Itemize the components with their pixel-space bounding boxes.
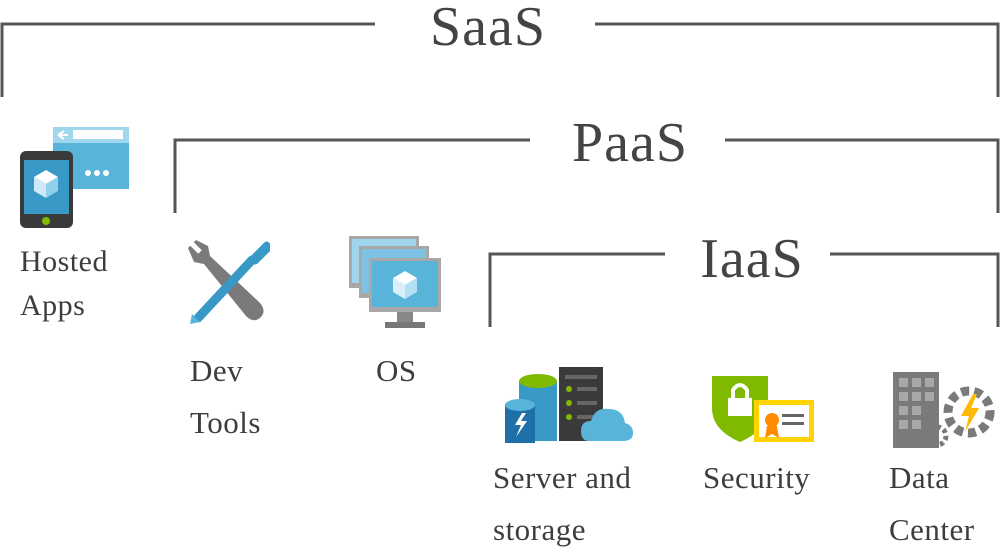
iaas-title: IaaS [700, 228, 804, 290]
paas-bracket [173, 138, 1000, 213]
server-storage-label: Server and storage [493, 460, 632, 547]
hosted-apps-icon [20, 127, 129, 228]
dev-tools-label: Dev Tools [190, 353, 261, 440]
data-center-icon [893, 372, 995, 448]
hosted-apps-label: Hosted Apps [20, 245, 108, 322]
security-label: Security [703, 460, 811, 495]
saas-title: SaaS [430, 0, 546, 58]
virtual-machines-icon [349, 236, 441, 328]
paas-title: PaaS [572, 112, 688, 174]
security-certificate-icon [712, 376, 814, 442]
data-center-label: Data Center [889, 460, 975, 547]
iaas-bracket [488, 252, 1000, 327]
os-label: OS [376, 353, 417, 388]
server-storage-icon [505, 367, 633, 443]
wrench-screwdriver-icon [188, 240, 270, 324]
saas-bracket [0, 22, 1000, 97]
